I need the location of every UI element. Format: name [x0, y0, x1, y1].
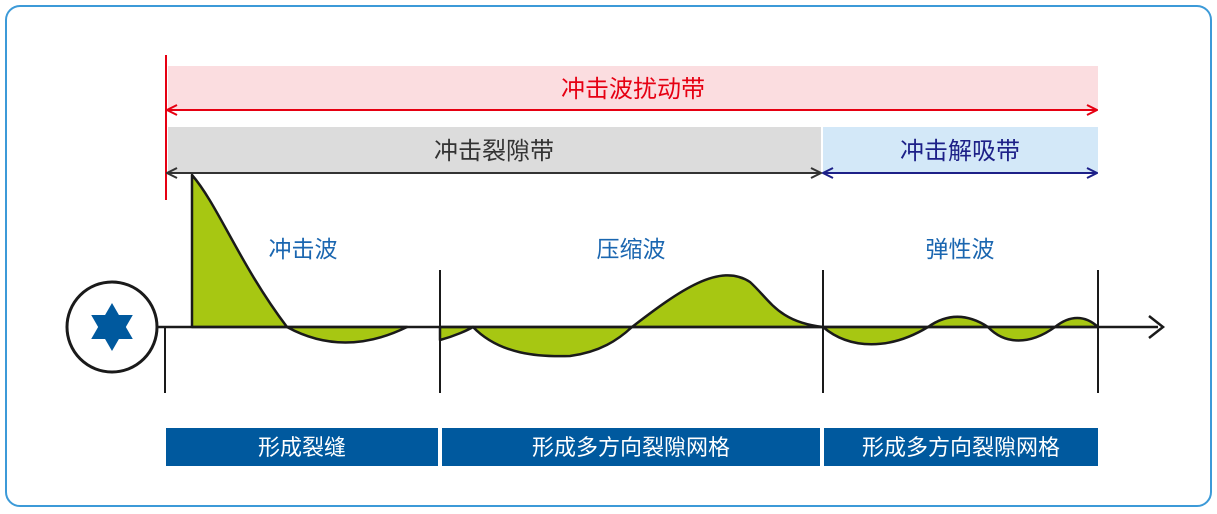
- elastic-wave-label: 弹性波: [926, 237, 995, 263]
- waveform: [190, 173, 1100, 358]
- disturbance-zone-band: [168, 66, 1098, 110]
- elastic-wave-trough-1: [821, 325, 930, 346]
- compression-wave-trough: [471, 325, 634, 358]
- bottom-bar-crack-label: 形成裂缝: [258, 436, 346, 461]
- compression-wave-label: 压缩波: [597, 237, 666, 263]
- bottom-bar-network-2-label: 形成多方向裂隙网格: [862, 436, 1060, 461]
- bottom-bar-network-1-label: 形成多方向裂隙网格: [532, 436, 730, 461]
- disturbance-zone-label: 冲击波扰动带: [561, 75, 705, 103]
- fracture-zone-label: 冲击裂隙带: [434, 137, 554, 165]
- fracture-zone-band: [168, 127, 821, 173]
- shock-wave-trough: [285, 325, 409, 344]
- compression-wave-peak: [630, 274, 825, 329]
- shock-wave-label: 冲击波: [269, 237, 338, 263]
- time-axis-arrowhead: [1148, 315, 1166, 339]
- shock-wave-peak: [190, 173, 289, 329]
- six-point-star-icon: [91, 303, 133, 351]
- absorption-zone-band: [823, 127, 1098, 173]
- bottom-bar-network-1: [442, 428, 820, 466]
- bottom-bar-crack: [166, 428, 438, 466]
- absorption-zone-label: 冲击解吸带: [900, 137, 1020, 165]
- blast-source: [65, 280, 159, 374]
- bottom-bar-network-2: [824, 428, 1098, 466]
